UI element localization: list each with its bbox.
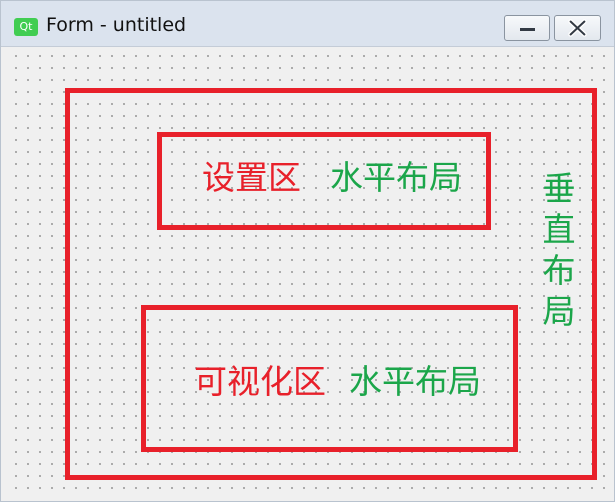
outer-layout-label: 垂直布局 [542, 169, 576, 331]
visual-area-label: 可视化区 [194, 362, 326, 401]
close-button[interactable] [554, 15, 601, 41]
settings-layout-label: 水平布局 [330, 158, 462, 197]
visual-layout-label: 水平布局 [349, 362, 481, 401]
visual-area-frame [141, 305, 518, 452]
minimize-button[interactable] [504, 15, 550, 41]
window-title: Form - untitled [46, 14, 187, 36]
form-canvas[interactable] [7, 47, 610, 499]
settings-area-label: 设置区 [202, 158, 301, 197]
vertical-layout-frame [65, 88, 597, 480]
qt-logo-icon: Qt [14, 18, 38, 36]
minimize-icon [520, 28, 535, 31]
settings-area-frame [157, 132, 491, 230]
close-icon [568, 19, 587, 37]
title-bar[interactable]: Qt Form - untitled [1, 1, 614, 47]
